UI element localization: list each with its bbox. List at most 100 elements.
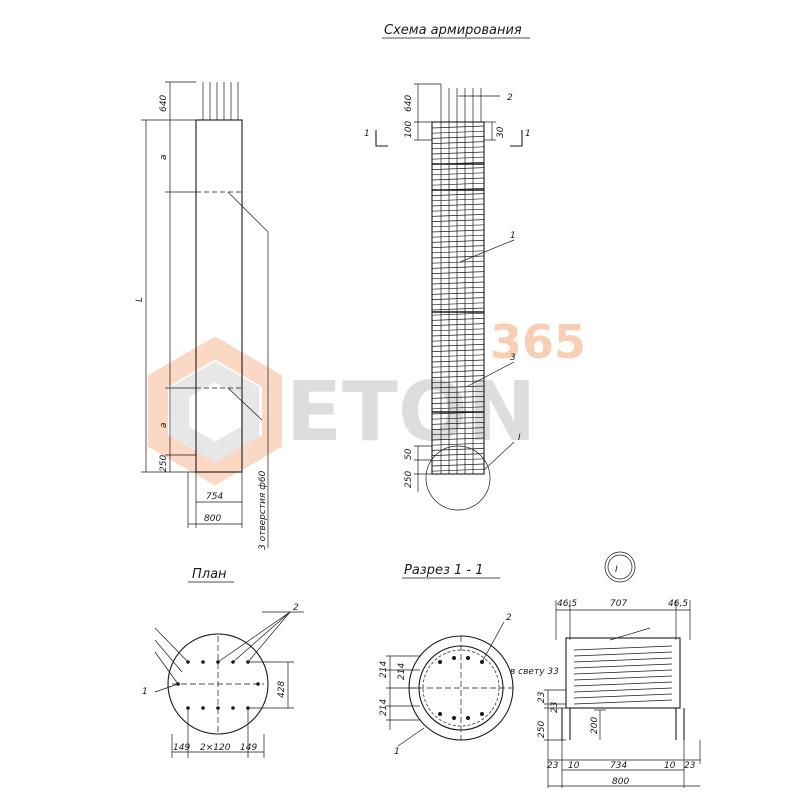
detail-spiral-turn — [573, 645, 673, 651]
spiral-turn — [431, 468, 485, 472]
detail-dim-800: 800 — [612, 777, 629, 787]
scheme-dim-30: 30 — [496, 126, 506, 138]
detail-dim-23-top: 23 — [537, 691, 547, 703]
detail-spiral-turn — [573, 657, 673, 663]
spiral-turn — [431, 245, 485, 248]
spiral-turn — [431, 286, 485, 290]
spiral-turn — [431, 396, 485, 399]
spiral-turn — [431, 380, 485, 384]
spiral-turn — [431, 354, 485, 358]
elev-dim-250: 250 — [159, 455, 169, 472]
scheme-section-mark-right: 1 — [525, 129, 531, 139]
section-dim-214-top: 214 — [379, 661, 389, 678]
spiral-turn — [431, 375, 485, 378]
title-section: Разрез 1 - 1 — [404, 563, 484, 578]
watermark-number: 365 — [490, 315, 586, 369]
plan-dim-149-left: 149 — [173, 743, 190, 753]
spiral-turn — [431, 323, 485, 326]
spiral-turn — [431, 146, 485, 150]
detail-dim-46-5-right: 46,5 — [668, 599, 688, 609]
spiral-turn — [431, 151, 485, 155]
spiral-turn — [431, 302, 485, 306]
scheme-dim-100: 100 — [404, 121, 414, 138]
spiral-turn — [431, 182, 485, 186]
spiral-turn — [431, 364, 485, 368]
spiral-turn — [431, 390, 485, 394]
elev-hole-note: 3 отверстия ф60 — [258, 470, 268, 550]
pile-elevation: 640 a L a 250 754 800 3 отверстия ф60 — [135, 81, 269, 550]
detail-spiral-turn — [573, 675, 673, 681]
section-pos-1: 1 — [394, 747, 400, 757]
spiral-turn — [431, 271, 485, 274]
detail-dim-200: 200 — [590, 717, 600, 734]
pile-body — [195, 119, 243, 473]
spiral-turn — [431, 427, 485, 430]
spiral-turn — [431, 333, 485, 337]
watermark-hex-icon — [148, 336, 282, 486]
spiral-turn — [431, 177, 485, 181]
spiral-turn — [431, 198, 485, 202]
spiral-turn — [431, 255, 485, 259]
spiral-turn — [431, 214, 485, 217]
elev-dim-a-top: a — [159, 154, 169, 160]
elev-dim-a-bottom: a — [159, 422, 169, 428]
spiral-turn — [431, 229, 485, 233]
detail-spiral-turn — [573, 663, 673, 669]
detail-dim-46-5-left: 46,5 — [557, 599, 577, 609]
spiral-turn — [431, 141, 485, 144]
spiral-turn — [431, 276, 485, 280]
detail-clear-label: в свету 33 — [510, 667, 559, 677]
detail-dim-23-mid: 23 — [550, 701, 560, 713]
plan-dim-428: 428 — [277, 681, 287, 698]
plan-circle — [167, 633, 269, 735]
detail-spiral-turn — [573, 699, 673, 705]
section-dim-214-mid: 214 — [397, 663, 407, 680]
section-dim-214-bottom: 214 — [379, 699, 389, 716]
detail-dim-10-r: 10 — [664, 761, 676, 771]
detail-spiral-turn — [573, 651, 673, 657]
spiral-turn — [431, 312, 485, 316]
detail-dim-250: 250 — [537, 721, 547, 738]
scheme-dim-640: 640 — [404, 95, 414, 112]
spiral-turn — [431, 260, 485, 264]
detail-view: I 46,5 707 46,5 в свету — [510, 551, 701, 788]
spiral-turn — [431, 125, 485, 129]
spiral-turn — [431, 385, 485, 389]
watermark-word: ETON — [286, 365, 536, 460]
spiral-turn — [431, 219, 485, 222]
elev-dim-640: 640 — [159, 95, 169, 112]
spiral-turn — [431, 344, 485, 347]
elev-dim-L: L — [135, 297, 145, 302]
plan-view: План 2 1 428 — [142, 567, 304, 758]
spiral-turn — [431, 338, 485, 342]
detail-dim-23-br: 23 — [684, 761, 696, 771]
spiral-turn — [431, 318, 485, 321]
spiral-turn — [431, 370, 485, 373]
spiral-turn — [431, 203, 485, 207]
detail-dim-23-bl: 23 — [547, 761, 559, 771]
spiral-turn — [431, 224, 485, 228]
scheme-dim-250: 250 — [404, 471, 414, 488]
section-outer-circle — [408, 635, 514, 741]
detail-spiral-turn — [573, 693, 673, 699]
title-scheme: Схема армирования — [384, 23, 522, 38]
plan-pos-2: 2 — [293, 603, 299, 613]
detail-spiral-bars — [573, 645, 673, 705]
scheme-detail-mark: I — [518, 433, 521, 443]
detail-spiral-turn — [573, 669, 673, 675]
watermark-hex-inner-icon — [171, 361, 259, 463]
spiral-turn — [431, 172, 485, 176]
scheme-pos-2: 2 — [507, 93, 513, 103]
spiral-turn — [431, 463, 485, 467]
cage-outline — [431, 121, 485, 475]
detail-spiral-turn — [573, 681, 673, 687]
plan-dim-149-right: 149 — [240, 743, 257, 753]
spiral-turn — [431, 250, 485, 254]
scheme-pos-1: 1 — [510, 231, 516, 241]
spiral-turn — [431, 156, 485, 160]
elev-dim-800: 800 — [204, 514, 221, 524]
spiral-turn — [431, 240, 485, 243]
spiral-turn — [431, 307, 485, 311]
elev-dim-754: 754 — [206, 492, 223, 502]
